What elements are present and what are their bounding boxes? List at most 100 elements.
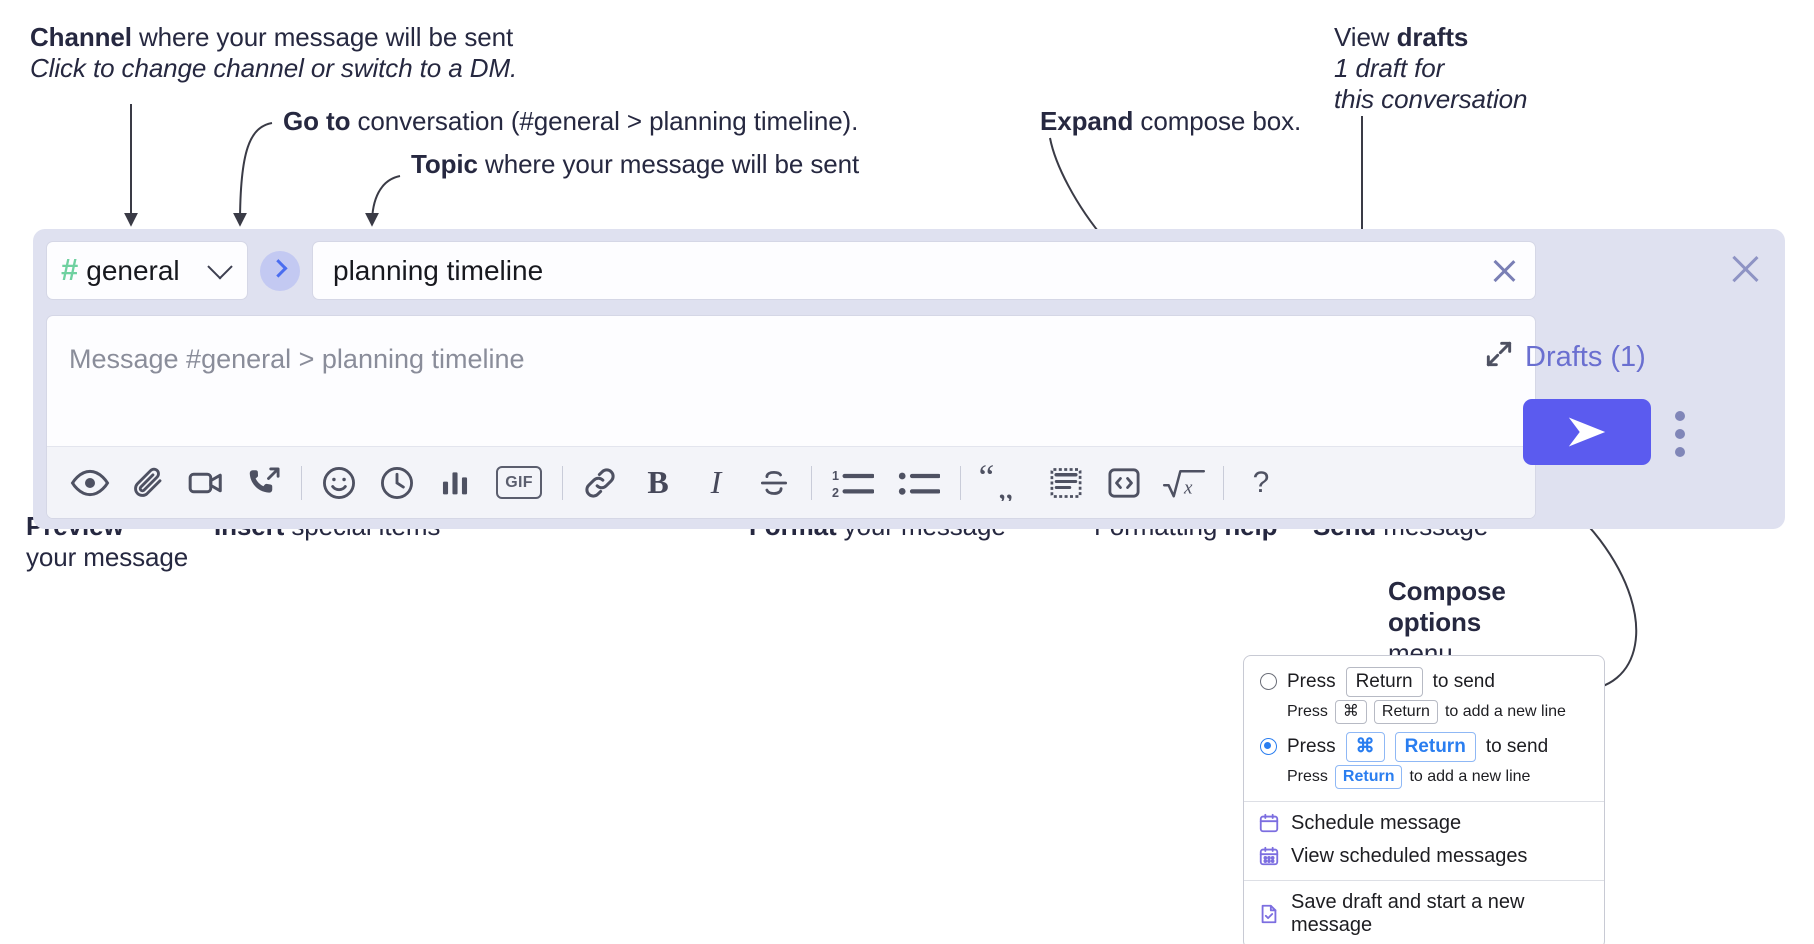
bar-chart-icon[interactable] [426, 454, 484, 512]
compose-box: # general planning timeline Message #gen… [33, 229, 1785, 529]
ordered-list-icon[interactable]: 1 2 [820, 454, 886, 512]
radio-button[interactable] [1260, 673, 1277, 691]
svg-text:“: “ [980, 465, 994, 496]
annotation-drafts-italic-1: 1 draft for [1334, 53, 1445, 84]
chevron-right-icon [268, 259, 288, 278]
bulleted-list-icon[interactable] [886, 454, 952, 512]
bold-glyph: B [647, 464, 669, 500]
send-option-post: to send [1432, 670, 1495, 692]
menu-item-save-draft[interactable]: Save draft and start a new message [1244, 886, 1604, 942]
question-mark-icon[interactable]: ? [1232, 454, 1290, 512]
annotation-topic-rest: where your message will be sent [477, 149, 860, 179]
italic-glyph: I [710, 464, 722, 500]
save-draft-icon [1261, 904, 1277, 923]
send-option-row[interactable]: Press Return to send [1244, 664, 1604, 699]
toolbar-separator [960, 465, 961, 500]
link-icon[interactable] [571, 454, 629, 512]
hint-pre: Press [1287, 702, 1328, 720]
phone-call-icon[interactable] [235, 454, 293, 512]
compose-right-column: Drafts (1) [1523, 229, 1785, 529]
topic-value: planning timeline [333, 254, 544, 286]
close-icon[interactable] [1727, 252, 1761, 286]
message-input-placeholder[interactable]: Message #general > planning timeline [69, 344, 525, 374]
svg-text:x: x [1183, 477, 1193, 498]
key-badge-return: Return [1373, 699, 1438, 724]
question-glyph: ? [1252, 465, 1270, 499]
clock-icon[interactable] [368, 454, 426, 512]
channel-picker[interactable]: # general [46, 241, 248, 300]
paperclip-icon[interactable] [119, 454, 177, 512]
hash-icon: # [61, 252, 79, 287]
eye-icon[interactable] [61, 454, 119, 512]
italic-icon[interactable]: I [687, 454, 745, 512]
annotation-channel-italic: Click to change channel or switch to a D… [30, 53, 518, 84]
calendar-clock-icon [1259, 813, 1279, 833]
toolbar-separator [811, 465, 812, 500]
clear-topic-icon[interactable] [1489, 257, 1517, 285]
expand-icon[interactable] [1483, 338, 1515, 370]
gif-label: GIF [496, 466, 542, 499]
menu-item-label: View scheduled messages [1291, 844, 1528, 867]
send-option-hint: Press Return to add a new line [1244, 764, 1604, 794]
annotation-topic: Topic where your message will be sent [411, 149, 859, 180]
annotation-drafts-pre: View [1334, 22, 1397, 52]
hint-post: to add a new line [1444, 702, 1566, 720]
svg-text:„: „ [998, 466, 1014, 500]
go-to-conversation-button[interactable] [260, 250, 300, 291]
send-option-pre: Press [1287, 735, 1336, 757]
send-option-pre: Press [1287, 670, 1336, 692]
radio-button-selected[interactable] [1260, 738, 1277, 756]
blockquote-icon[interactable]: “ „ [969, 454, 1037, 512]
annotation-compose-options-l2: options [1388, 607, 1482, 638]
key-badge-return: Return [1394, 731, 1476, 762]
toolbar-separator [1223, 465, 1224, 500]
annotation-goto-rest: conversation (#general > planning timeli… [350, 106, 859, 136]
send-option-post: to send [1485, 735, 1549, 757]
annotation-goto: Go to conversation (#general > planning … [283, 106, 858, 137]
chevron-down-icon [207, 253, 233, 279]
annotation-goto-bold: Go to [283, 106, 351, 136]
hint-pre: Press [1287, 767, 1328, 785]
menu-divider [1244, 800, 1604, 802]
annotation-expand-rest: compose box. [1133, 106, 1302, 136]
annotation-compose-options-l1: Compose [1388, 576, 1506, 606]
bold-icon[interactable]: B [629, 454, 687, 512]
annotation-drafts-italic-2: this conversation [1334, 84, 1528, 115]
key-badge-return: Return [1345, 667, 1423, 697]
annotation-channel-rest: where your message will be sent [131, 22, 514, 52]
compose-main-column: # general planning timeline Message #gen… [46, 241, 1536, 519]
menu-item-view-scheduled[interactable]: View scheduled messages [1244, 840, 1604, 873]
send-option-hint: Press ⌘ Return to add a new line [1244, 699, 1604, 729]
channel-name: general [86, 254, 180, 286]
toolbar-separator [301, 465, 302, 500]
video-camera-icon[interactable] [177, 454, 235, 512]
calendar-grid-icon [1259, 846, 1279, 866]
annotation-channel-bold: Channel [30, 22, 132, 52]
hint-post: to add a new line [1409, 767, 1531, 785]
emoji-icon[interactable] [310, 454, 368, 512]
code-block-icon[interactable] [1037, 454, 1095, 512]
code-icon[interactable] [1095, 454, 1153, 512]
annotation-preview-line2: your message [26, 542, 189, 573]
send-button[interactable] [1523, 399, 1651, 465]
gif-icon[interactable]: GIF [484, 454, 554, 512]
annotation-channel: Channel where your message will be sent … [30, 22, 517, 84]
menu-item-schedule-message[interactable]: Schedule message [1244, 807, 1604, 840]
annotation-expand: Expand compose box. [1040, 106, 1301, 137]
strikethrough-icon[interactable] [745, 454, 803, 512]
compose-options-menu: Press Return to send Press ⌘ Return to a… [1243, 655, 1605, 944]
toolbar-separator [562, 465, 563, 500]
annotation-drafts: View drafts 1 draft for this conversatio… [1334, 22, 1528, 116]
latex-icon[interactable]: x [1153, 454, 1215, 512]
key-badge-cmd: ⌘ [1345, 731, 1385, 762]
topic-input[interactable]: planning timeline [312, 241, 1536, 300]
send-option-row[interactable]: Press ⌘ Return to send [1244, 729, 1604, 764]
menu-item-label: Save draft and start a new message [1291, 890, 1525, 936]
key-badge-return: Return [1334, 764, 1403, 789]
compose-header-row: # general planning timeline [46, 241, 1536, 300]
svg-text:1: 1 [832, 469, 839, 483]
annotation-drafts-bold: drafts [1396, 22, 1469, 52]
vertical-dots-icon[interactable] [1675, 411, 1685, 465]
drafts-link[interactable]: Drafts (1) [1525, 341, 1646, 373]
